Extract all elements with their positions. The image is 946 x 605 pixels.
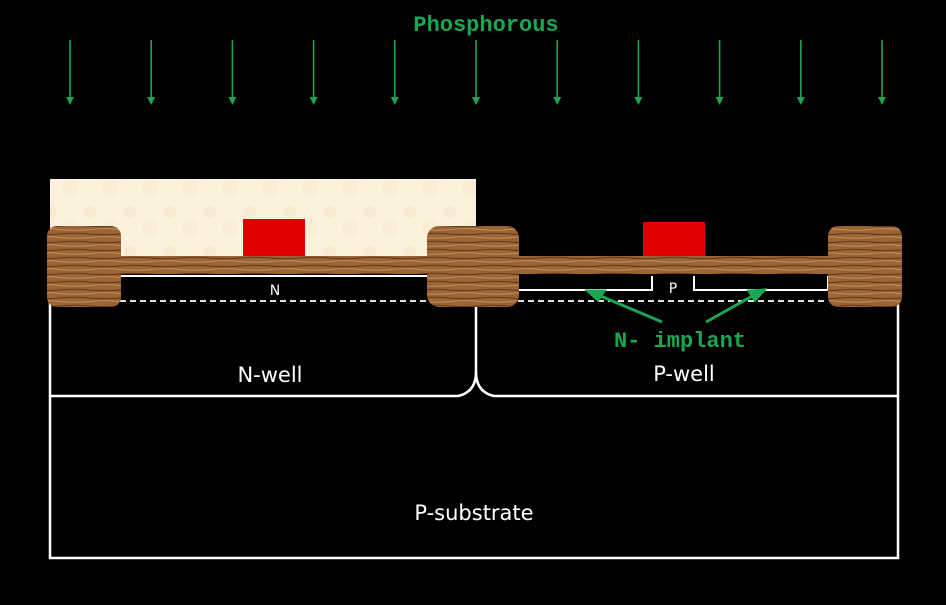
- field-oxide-left: [47, 226, 121, 307]
- ion-arrows: [66, 40, 886, 105]
- ion-arrow: [634, 40, 643, 105]
- ion-arrow: [878, 40, 886, 105]
- n-region-label: N: [270, 283, 280, 299]
- field-oxide-center: [427, 226, 519, 307]
- gate-oxide-right: [512, 256, 834, 274]
- p-region-label: P: [669, 281, 677, 297]
- gate-oxide-left: [115, 256, 433, 274]
- wells-outline: [48, 302, 900, 560]
- implant-callout-pointers: [584, 288, 768, 324]
- implant-callout-label: N- implant: [614, 329, 746, 354]
- ion-arrow: [309, 40, 318, 105]
- ion-arrow: [472, 40, 480, 105]
- p-substrate-label: P-substrate: [414, 501, 533, 525]
- ion-arrow: [228, 40, 237, 105]
- field-oxide-right: [828, 226, 902, 307]
- n-well-label: N-well: [237, 363, 302, 387]
- ion-arrow: [390, 40, 399, 105]
- p-well-label: P-well: [653, 362, 715, 386]
- ion-arrow: [715, 40, 724, 105]
- ion-arrow: [553, 40, 562, 105]
- ion-arrow: [147, 40, 156, 105]
- ion-arrow: [796, 40, 805, 105]
- ion-arrow: [66, 40, 74, 105]
- gate-pwell-right: [643, 222, 705, 256]
- implant-species-label: Phosphorous: [413, 13, 558, 38]
- gate-nmos-left: [243, 219, 305, 256]
